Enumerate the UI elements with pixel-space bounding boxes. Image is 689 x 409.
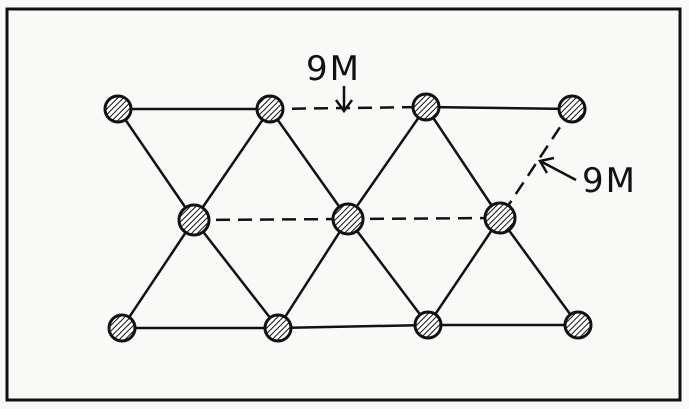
atom-bottom-1: [107, 313, 137, 343]
dashed-bond-middle-2-middle-3: [347, 216, 501, 221]
atom-middle-2: [331, 202, 365, 236]
diagram-border: [5, 7, 682, 402]
atom-top-1: [103, 94, 133, 124]
right-vacancy-label: 9M: [582, 161, 637, 201]
atom-bottom-4: [563, 310, 593, 340]
dashed-bond-middle-1-middle-2: [193, 217, 349, 222]
bond-middle-1-bottom-2: [193, 219, 279, 329]
arrow-left-shaft: [541, 160, 577, 182]
arrow-left-head: [538, 156, 555, 174]
dashed-bond-top-4-middle-3: [498, 108, 574, 219]
bond-top-2-middle-1: [192, 108, 272, 221]
atom-middle-1: [177, 203, 211, 237]
arrows-group: [334, 86, 577, 182]
bond-top-3-middle-3: [424, 106, 502, 219]
bond-middle-1-bottom-1: [120, 219, 196, 329]
bond-middle-3-bottom-3: [426, 217, 502, 326]
bond-top-3-top-4: [425, 105, 573, 111]
bond-top-3-middle-2: [346, 106, 428, 220]
bond-middle-2-bottom-3: [347, 218, 429, 326]
bonds-group: [116, 105, 580, 330]
atom-top-2: [255, 94, 285, 124]
atom-top-4: [557, 94, 587, 124]
atom-bottom-3: [413, 310, 443, 340]
top-vacancy-label: 9M: [306, 49, 361, 89]
atom-bottom-2: [263, 313, 293, 343]
atom-top-3: [411, 92, 441, 122]
nodes-group: [103, 92, 593, 343]
bond-top-2-middle-2: [268, 108, 350, 220]
atom-middle-3: [483, 201, 517, 235]
arrow-down-head: [334, 99, 354, 114]
bond-middle-3-bottom-4: [498, 217, 580, 326]
bond-middle-2-bottom-2: [276, 218, 350, 329]
dashed-bond-top-2-top-3: [269, 105, 427, 111]
bond-top-1-middle-1: [116, 108, 196, 221]
bond-bottom-2-bottom-3: [277, 323, 429, 330]
